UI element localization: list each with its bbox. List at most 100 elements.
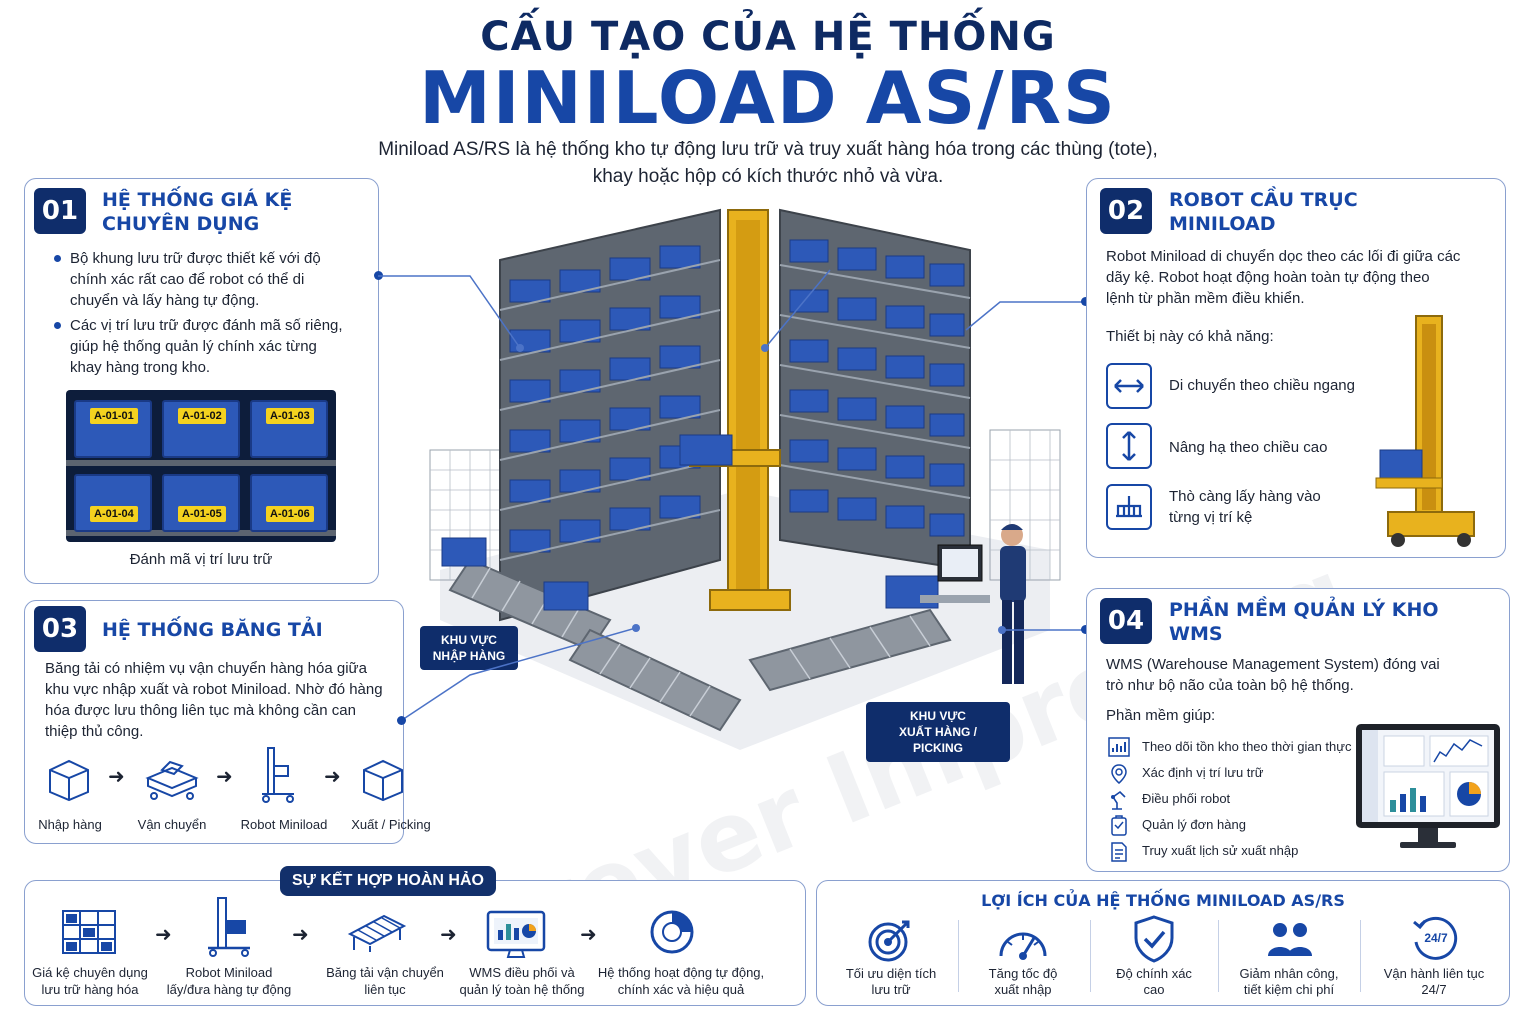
robot-crane-illustration [1375, 315, 1475, 547]
benefit-divider [1360, 920, 1361, 992]
benefit-line: xuất nhập [994, 982, 1052, 997]
card-conveyor-system [24, 600, 404, 844]
robot-icon [208, 897, 250, 957]
location-pin-icon [1111, 764, 1127, 784]
flow-arrow: ➜ [108, 766, 125, 788]
clock-247-icon [1413, 916, 1458, 960]
robot-icon [262, 747, 294, 803]
flow-label: Vận chuyển [137, 817, 207, 832]
flow-label: Nhập hàng [38, 817, 102, 832]
capability-label: Nâng hạ theo chiều cao [1169, 439, 1328, 456]
pie-icon [650, 910, 694, 954]
benefits-panel [816, 880, 1510, 1006]
card1-title-line-1: HỆ THỐNG GIÁ KỆ [102, 189, 293, 211]
benefit-divider [1218, 920, 1219, 992]
inbound-zone-line-1: KHU VỰC [441, 633, 497, 647]
combo-step-line: quản lý toàn hệ thống [459, 982, 585, 997]
subtitle-line-1: Miniload AS/RS là hệ thống kho tự động l… [378, 139, 1158, 160]
monitor-icon [486, 910, 546, 958]
rack-icon [62, 910, 116, 954]
callout-dot [1081, 625, 1090, 634]
wms-feature-label: Quản lý đơn hàng [1142, 817, 1246, 832]
card2-title-line-1: ROBOT CẦU TRỤC [1169, 189, 1358, 211]
wms-feature-label: Truy xuất lịch sử xuất nhập [1142, 843, 1299, 858]
people-icon [1268, 923, 1312, 956]
callout-dot [1081, 297, 1090, 306]
robot-arm-icon [1111, 790, 1126, 810]
flow-arrow: ➜ [292, 924, 309, 946]
chart-icon [1108, 737, 1130, 757]
card4-title-line-2: WMS [1169, 623, 1223, 645]
benefit-line: Tối ưu diện tích [845, 966, 937, 981]
combo-step-line: chính xác và hiệu quả [617, 982, 745, 997]
vertical-arrows-icon [1106, 423, 1152, 469]
combo-step-label: Hệ thống hoạt động tự động, chính xác và … [596, 964, 766, 998]
wms-monitor-illustration [1356, 724, 1500, 848]
benefits-title: LỢI ÍCH CỦA HỆ THỐNG MINILOAD AS/RS [981, 891, 1345, 910]
card4-description: WMS (Warehouse Management System) đóng v… [1106, 656, 1440, 694]
card2-description: Robot Miniload di chuyển dọc theo các lố… [1106, 248, 1461, 307]
cart-icon [145, 760, 199, 800]
inbound-zone-line-2: NHẬP HÀNG [432, 649, 506, 663]
combo-step-line: Hệ thống hoạt động tự động, [597, 965, 765, 980]
speedometer-icon [999, 932, 1047, 960]
benefit-line: Vận hành liên tục [1383, 966, 1485, 981]
capability-label: Di chuyển theo chiều ngang [1169, 377, 1355, 394]
wms-feature: Truy xuất lịch sử xuất nhập [1108, 841, 1298, 866]
card4-title: PHẦN MỀM QUẢN LÝ KHO WMS [1169, 598, 1439, 646]
wms-feature-label: Xác định vị trí lưu trữ [1142, 765, 1264, 780]
flow-arrow: ➜ [580, 924, 597, 946]
wms-feature-label: Theo dõi tồn kho theo thời gian thực [1142, 739, 1352, 754]
benefit-line: lưu trữ [871, 982, 911, 997]
combo-step-line: Băng tải vận chuyển [326, 965, 444, 980]
wms-feature: Quản lý đơn hàng [1108, 815, 1246, 840]
card1-title-line-2: CHUYÊN DỤNG [102, 213, 260, 235]
warehouse-illustration [429, 208, 1061, 750]
wms-feature: Theo dõi tồn kho theo thời gian thực [1108, 737, 1351, 760]
card2-title: ROBOT CẦU TRỤC MINILOAD [1169, 188, 1358, 236]
benefit-line: Giảm nhân công, [1239, 966, 1339, 981]
wms-feature: Điều phối robot [1108, 789, 1230, 814]
card1-bullet-2: Các vị trí lưu trữ được đánh mã số riêng… [52, 315, 352, 378]
benefit-line: Độ chính xác [1116, 966, 1192, 981]
card4-helps-heading: Phần mềm giúp: [1106, 707, 1216, 724]
outbound-zone-line-2: XUẤT HÀNG / PICKING [899, 725, 977, 755]
callout-dot [397, 716, 406, 725]
card2-number: 02 [1100, 188, 1152, 234]
bin-label: A-01-05 [178, 506, 226, 522]
card3-title: HỆ THỐNG BĂNG TẢI [102, 619, 323, 641]
clock-247-badge: 24/7 [1424, 931, 1448, 945]
combo-panel [24, 880, 806, 1006]
card1-caption: Đánh mã vị trí lưu trữ [129, 551, 273, 568]
card1-number: 01 [34, 188, 86, 234]
shield-check-icon [1134, 915, 1174, 963]
title-line-1: CẤU TẠO CỦA HỆ THỐNG [480, 14, 1056, 60]
horizontal-arrows-icon [1106, 363, 1152, 409]
storage-bin-photo: A-01-01 A-01-02 A-01-03 A-01-04 A-01-05 … [66, 390, 336, 542]
benefit-divider [1090, 920, 1091, 992]
outbound-zone-tag: KHU VỰC XUẤT HÀNG / PICKING [866, 702, 1010, 762]
card1-bullet-1: Bộ khung lưu trữ được thiết kế với độ ch… [52, 248, 352, 311]
wms-feature: Xác định vị trí lưu trữ [1108, 763, 1263, 788]
card4-title-line-1: PHẦN MỀM QUẢN LÝ KHO [1169, 599, 1439, 621]
card2-title-line-2: MINILOAD [1169, 213, 1276, 235]
combo-step-line: Robot Miniload [185, 965, 273, 980]
flow-arrow: ➜ [440, 924, 457, 946]
combo-step-line: lưu trữ hàng hóa [41, 982, 139, 997]
combo-title: SỰ KẾT HỢP HOÀN HẢO [280, 866, 496, 896]
inbound-zone-tag: KHU VỰC NHẬP HÀNG [420, 626, 518, 670]
outbound-zone-line-1: KHU VỰC [910, 709, 966, 723]
benefit-line: cao [1143, 982, 1165, 997]
box-icon [363, 759, 403, 802]
combo-step-line: lấy/đưa hàng tự động [166, 982, 292, 997]
wms-feature-label: Điều phối robot [1142, 791, 1231, 806]
capability-label: Thò càng lấy hàng vào từng vị trí kệ [1169, 488, 1321, 526]
benefit-line: tiết kiệm chi phí [1243, 982, 1335, 997]
